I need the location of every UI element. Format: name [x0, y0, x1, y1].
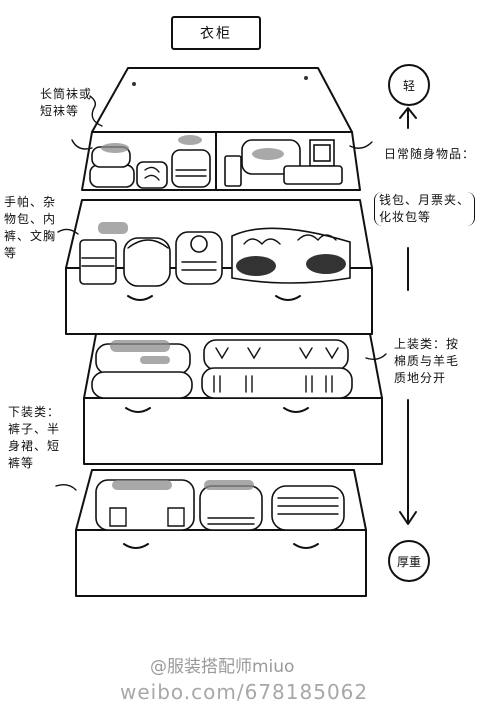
drawer-3 — [83, 333, 383, 465]
watermark-url: weibo.com/678185062 — [120, 680, 369, 704]
daily-items-note: 日常随身物品： — [384, 147, 476, 161]
weight-scale-arrows — [399, 107, 417, 525]
drawer-4 — [75, 469, 367, 597]
watermark-handle: @服装搭配师miuo — [150, 657, 295, 677]
light-label: 轻 — [388, 64, 430, 106]
heavy-label: 厚重 — [388, 540, 430, 582]
small-items-note: 手帕、杂 物包、内 裤、文胸 等 — [4, 195, 57, 260]
tops-note: 上装类：按 棉质与羊毛 质地分开 — [394, 337, 460, 385]
top-tray — [81, 67, 361, 191]
bottoms-note: 下装类： 裤子、半 身裙、短 裤等 — [8, 405, 61, 470]
leader-lines — [55, 95, 387, 491]
daily-examples-note: 钱包、月票夹、 化妆包等 — [374, 192, 476, 226]
socks-note: 长筒袜或 短袜等 — [40, 87, 93, 118]
drawer-2 — [65, 199, 373, 335]
wardrobe-title: 衣柜 — [171, 16, 261, 50]
